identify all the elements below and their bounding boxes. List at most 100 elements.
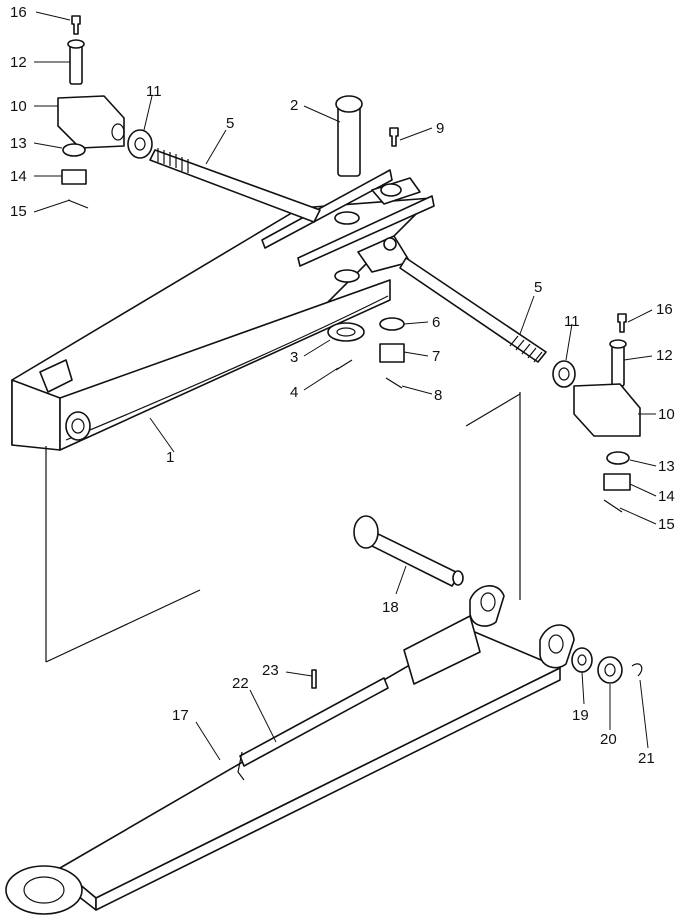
tow-eye	[5, 865, 83, 915]
washer-left	[62, 143, 86, 157]
clevis-pin-left	[69, 43, 83, 85]
locknut-right	[552, 360, 576, 388]
callout-10-right: 10	[658, 406, 675, 423]
hitch-pin-tip	[452, 570, 464, 586]
callout-23: 23	[262, 662, 279, 679]
leader-line	[519, 295, 535, 335]
tow-bar-lug-upper-hole	[480, 592, 496, 612]
callout-10-left: 10	[10, 98, 27, 115]
callout-20: 20	[600, 731, 617, 748]
retainer-rod-bend	[237, 751, 245, 781]
tie-rod-left-shaft	[149, 149, 321, 223]
leader-line	[401, 385, 433, 395]
callout-18: 18	[382, 599, 399, 616]
tow-bar-lug-lower	[539, 624, 575, 669]
callout-6: 6	[432, 314, 440, 331]
leader-line	[627, 309, 653, 323]
leader-line	[33, 199, 71, 213]
hitch-pin	[353, 515, 464, 587]
clevis-right	[573, 383, 641, 437]
locknut-left	[127, 129, 153, 159]
alignment-line-left-cross	[45, 589, 201, 663]
frame-link-bracket-hole	[383, 237, 397, 251]
nut-left	[61, 169, 87, 185]
grease-fitting-centre	[389, 127, 399, 147]
callout-21: 21	[638, 750, 655, 767]
drawbar-frame	[11, 169, 435, 451]
leader-line	[629, 483, 657, 497]
callout-7: 7	[432, 348, 440, 365]
callout-14-right: 14	[658, 488, 675, 505]
tow-bar-washer-bore	[577, 654, 587, 666]
retainer-rod	[239, 677, 389, 767]
callout-3: 3	[290, 349, 298, 366]
callout-2: 2	[290, 97, 298, 114]
alignment-lines	[45, 392, 521, 663]
leader-line	[399, 127, 433, 141]
leader-line	[565, 323, 573, 361]
tie-rod-right-shaft	[399, 257, 547, 363]
leader-line	[623, 355, 653, 361]
callout-19: 19	[572, 707, 589, 724]
frame-pivot-hole-inner	[71, 418, 85, 434]
frame-mid-rail	[297, 195, 435, 267]
leader-line	[35, 11, 71, 21]
leader-line	[249, 689, 277, 743]
leader-line	[33, 142, 63, 149]
leader-line	[285, 671, 313, 677]
callout-12-left: 12	[10, 54, 27, 71]
clevis-left-hole	[111, 123, 125, 141]
tow-bar-side-face	[95, 667, 561, 911]
hitch-pin-head	[353, 515, 379, 549]
callout-16-right: 16	[656, 301, 673, 318]
callout-15-right: 15	[658, 516, 675, 533]
callout-9: 9	[436, 120, 444, 137]
grease-fitting-right	[617, 313, 627, 333]
frame-top-rail	[261, 169, 393, 249]
leader-line	[403, 351, 429, 357]
leader-line	[619, 507, 657, 525]
rod-nut	[379, 343, 405, 363]
tow-bar-nut	[597, 656, 623, 684]
callout-numbers: 16 12 10 13 14 15 11 5 2 9 5 11 16 12 10…	[10, 4, 675, 767]
callout-11-left: 11	[146, 83, 162, 100]
callout-15-left: 15	[10, 203, 27, 220]
centre-pin-cotter	[335, 359, 353, 371]
frame-bracket	[39, 359, 73, 393]
frame-pivot-hole	[65, 411, 91, 441]
callout-16-left: 16	[10, 4, 27, 21]
callout-1: 1	[166, 449, 174, 466]
tie-rod-left-thread	[157, 148, 189, 173]
tow-bar-nut-bore	[604, 663, 616, 677]
frame-lower-edge	[65, 295, 389, 441]
cotter-pin-left	[67, 199, 89, 209]
leader-line	[303, 367, 339, 391]
callout-14-left: 14	[10, 168, 27, 185]
rod-washer	[379, 317, 405, 331]
clevis-pin-left-head	[67, 39, 85, 49]
tow-bar-bracket	[403, 615, 481, 685]
callout-13-left: 13	[10, 135, 27, 152]
tow-bar-top-face	[59, 629, 561, 899]
tow-bar-cotter	[631, 663, 643, 677]
tow-bar-washer	[571, 647, 593, 673]
centre-pin-group	[327, 95, 405, 389]
retainer-pin	[311, 669, 317, 689]
leader-line	[395, 565, 407, 595]
rod-cotter	[385, 377, 403, 389]
callout-4: 4	[290, 384, 298, 401]
leader-line	[195, 721, 221, 761]
leader-line	[303, 105, 341, 123]
tow-bar-hardware	[571, 647, 643, 684]
tie-rod-right-thread	[509, 335, 543, 363]
callout-8: 8	[434, 387, 442, 404]
locknut-right-bore	[558, 367, 570, 381]
tow-eye-hole	[23, 876, 65, 904]
callout-12-right: 12	[656, 347, 673, 364]
leader-lines	[33, 11, 657, 761]
callout-13-right: 13	[658, 458, 675, 475]
callout-22: 22	[232, 675, 249, 692]
leader-line	[143, 95, 153, 131]
